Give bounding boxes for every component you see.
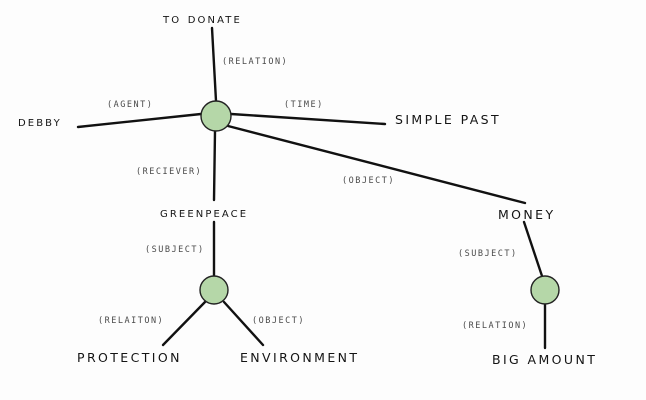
relation-label-rel-agent: (AGENT)	[107, 100, 154, 110]
relation-label-rel-relation-top: (RELATION)	[222, 57, 289, 67]
term-greenpeace[interactable]: GREENPEACE	[160, 205, 249, 221]
relation-label-rel-time: (TIME)	[284, 100, 324, 110]
node-hub-main[interactable]	[200, 100, 232, 132]
relation-label-rel-subject-gp: (SUBJECT)	[145, 245, 205, 255]
term-simple-past[interactable]: SIMPLE PAST	[395, 112, 502, 127]
relation-label-rel-subject-mn: (SUBJECT)	[458, 249, 518, 259]
term-to-donate[interactable]: TO DONATE	[163, 11, 242, 27]
term-money[interactable]: MONEY	[498, 207, 556, 222]
edge-simple-past	[229, 112, 387, 126]
node-hub-greenpeace[interactable]	[199, 275, 229, 305]
relation-label-rel-object-env: (OBJECT)	[252, 316, 305, 326]
node-hub-money[interactable]	[530, 275, 560, 305]
term-debby[interactable]: DEBBY	[18, 114, 62, 130]
edge-debby	[76, 112, 203, 129]
edge-donate	[210, 26, 218, 103]
relation-label-rel-relation-big: (RELATION)	[462, 321, 529, 331]
edge-protection	[161, 300, 207, 347]
term-big-amount[interactable]: BIG AMOUNT	[492, 352, 598, 367]
edge-mn-hub	[522, 220, 544, 278]
term-protection[interactable]: PROTECTION	[77, 350, 182, 365]
node-layer	[199, 100, 560, 305]
edge-greenpeace	[212, 129, 217, 202]
relation-label-rel-relaiton: (RELAITON)	[98, 316, 165, 326]
edge-environment	[222, 300, 265, 347]
relation-label-rel-object-money: (OBJECT)	[342, 176, 395, 186]
relation-label-rel-reciever: (RECIEVER)	[136, 167, 203, 177]
edge-layer	[76, 26, 547, 350]
edge-money	[226, 124, 527, 205]
term-environment[interactable]: ENVIRONMENT	[240, 350, 360, 365]
